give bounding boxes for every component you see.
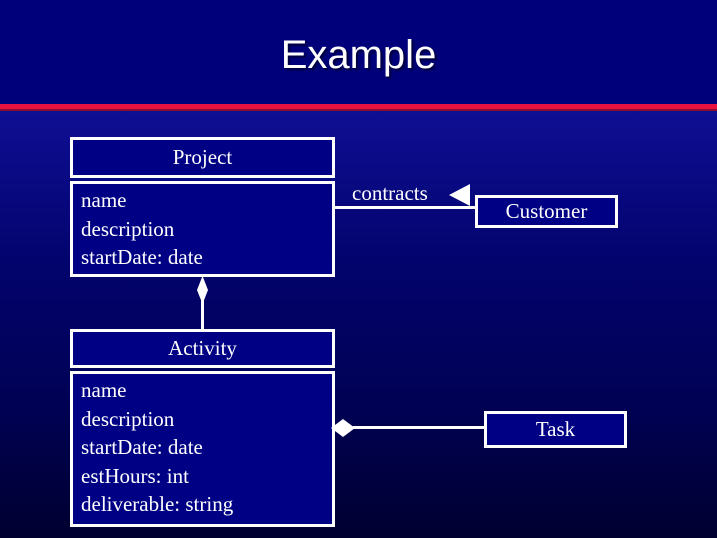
activity-attribute-startdate: startDate: date: [81, 435, 203, 459]
task-label: Task: [535, 417, 576, 441]
association-label-contracts: contracts: [352, 181, 428, 205]
activity-attribute-name: name: [81, 378, 127, 402]
activity-task-association-line: [353, 426, 484, 429]
aggregation-diamond-icon: [331, 419, 355, 437]
project-customer-association-line: [334, 206, 475, 209]
project-class-body: name description startDate: date: [70, 181, 335, 277]
project-attribute-startdate: startDate: date: [81, 245, 203, 269]
customer-box: Customer: [475, 195, 618, 228]
task-box: Task: [484, 411, 627, 448]
activity-attribute-deliverable: deliverable: string: [81, 492, 234, 516]
project-attribute-name: name: [81, 188, 127, 212]
activity-class-name: Activity: [168, 336, 237, 360]
left-triangle-icon: [449, 184, 470, 206]
composition-diamond-icon: [197, 276, 208, 304]
project-class-header: Project: [70, 137, 335, 178]
activity-attribute-description: description: [81, 406, 175, 431]
activity-attribute-esthours: estHours: int: [81, 463, 189, 488]
customer-label: Customer: [505, 199, 588, 223]
slide-title: Example: [280, 33, 437, 77]
activity-class-body: name description startDate: date estHour…: [70, 371, 335, 527]
project-attribute-description: description: [81, 216, 175, 241]
project-class-name: Project: [172, 145, 233, 169]
activity-class-header: Activity: [70, 329, 335, 368]
project-activity-association-line: [201, 300, 204, 331]
title-divider-line: [0, 104, 717, 111]
